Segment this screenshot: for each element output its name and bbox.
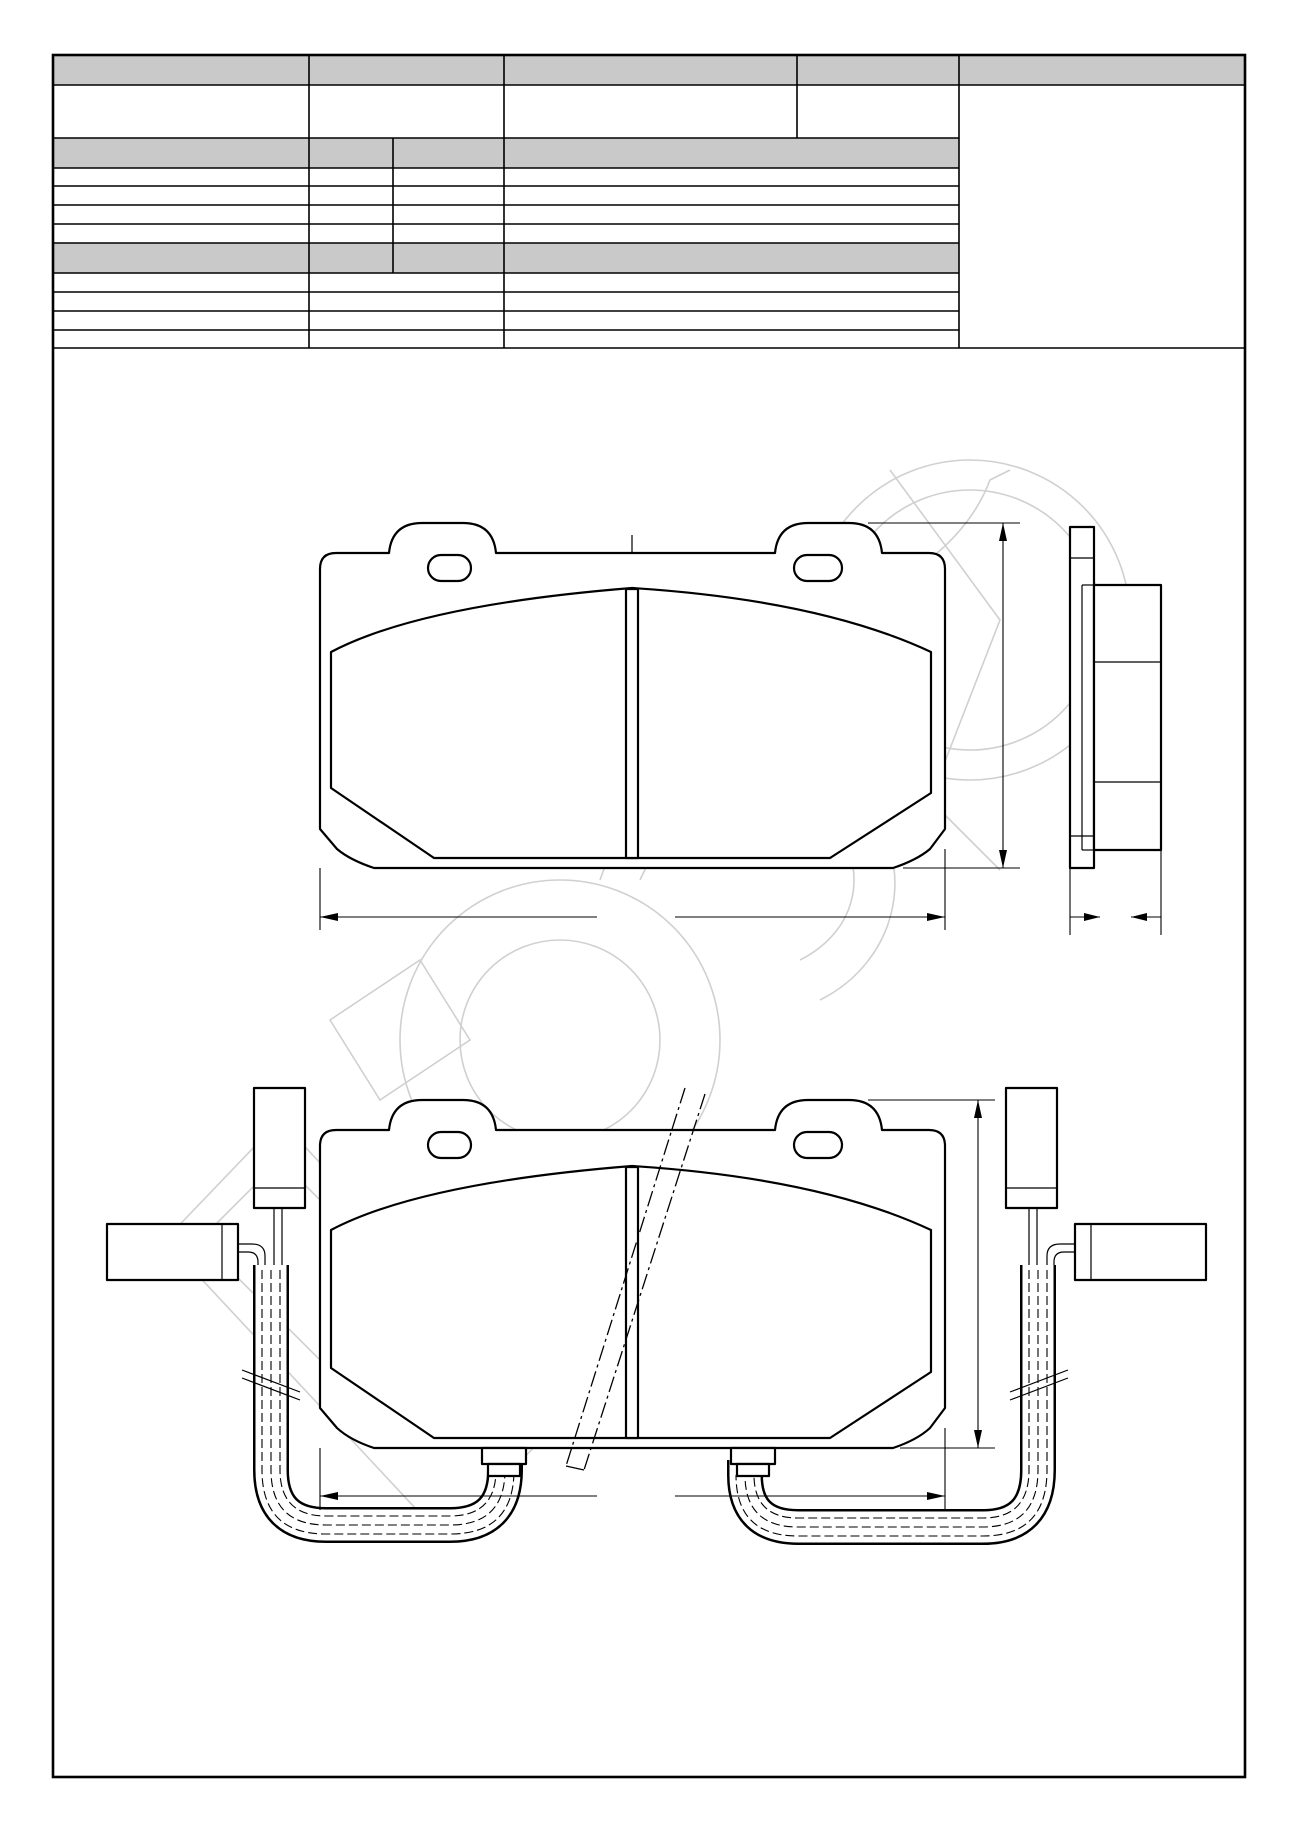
table-header-band (53, 55, 1245, 85)
right-sensor-cable (727, 1265, 1056, 1545)
right-sensor-mount (729, 1446, 777, 1466)
right-sensor-connector-horizontal (1073, 1222, 1208, 1282)
sensor-pad-left-slot (426, 1130, 473, 1160)
left-sensor-cable (253, 1265, 523, 1543)
sensor-pad-right-slot (792, 1130, 844, 1160)
section-line (565, 1087, 686, 1467)
left-sensor-mount (480, 1446, 528, 1466)
right-sensor-plug (735, 1462, 771, 1478)
section1-header-band (53, 138, 959, 168)
header-table (53, 55, 1245, 349)
section2-header-band (53, 243, 959, 273)
left-sensor-connector-vertical (252, 1086, 307, 1210)
sensor-pad-center-groove (624, 1165, 640, 1440)
front-view (318, 521, 947, 870)
sensor-view-dimensions (319, 1099, 995, 1510)
side-view (1068, 525, 1163, 870)
side-view-dimensions (1069, 850, 1162, 935)
left-sensor-plug (486, 1462, 522, 1478)
left-mounting-slot (426, 553, 473, 583)
right-sensor-connector-vertical (1004, 1086, 1059, 1210)
center-groove (624, 587, 640, 860)
front-view-with-wear-sensors (105, 1086, 1208, 1545)
right-mounting-slot (792, 553, 844, 583)
sheet-border (51, 53, 1247, 1779)
left-sensor-connector-horizontal (105, 1222, 240, 1282)
front-view-dimensions (319, 522, 1020, 930)
side-friction-material (1092, 583, 1163, 852)
